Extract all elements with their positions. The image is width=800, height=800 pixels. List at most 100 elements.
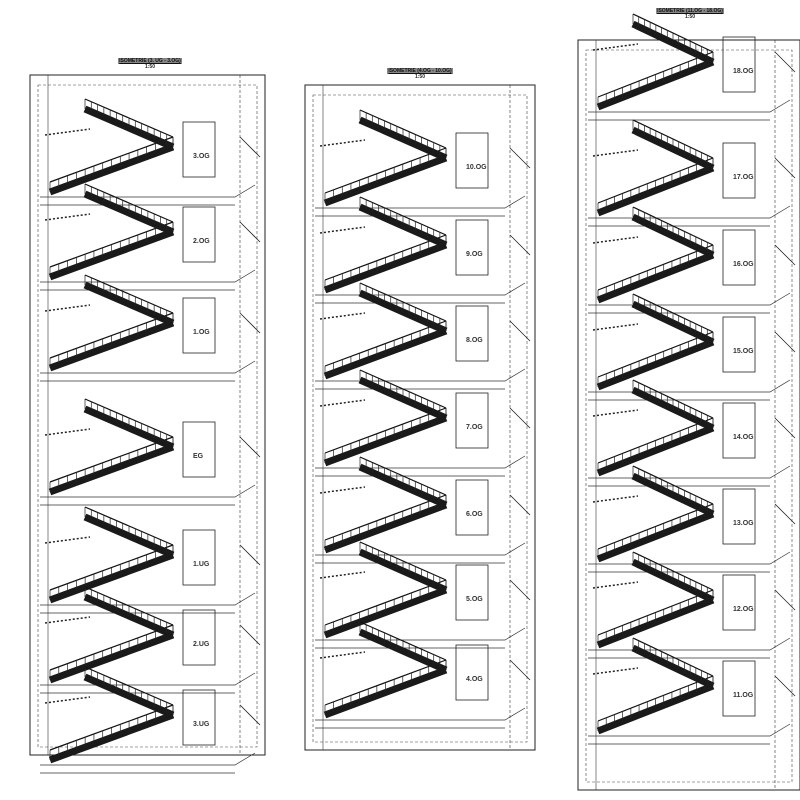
door-leaf [774, 157, 796, 179]
floor-label: 3.UG [193, 721, 210, 728]
door-frame [722, 229, 756, 286]
floor-slab [588, 99, 791, 121]
floor-label: 10.OG [466, 164, 487, 171]
door-leaf [509, 494, 531, 516]
floor-slab [315, 195, 526, 217]
door-leaf [509, 407, 531, 429]
floor-slab [588, 723, 791, 745]
scale-text: 1:50 [144, 64, 155, 70]
door-leaf [774, 244, 796, 266]
floor-slab [315, 707, 526, 729]
door-frame [182, 609, 216, 666]
floor-label: 14.OG [733, 434, 754, 441]
scale-text: 1:50 [684, 14, 695, 20]
door-frame [182, 297, 216, 354]
floor-slab [588, 379, 791, 401]
door-frame [182, 689, 216, 746]
drawing-title-1: ISOMETRIE (3. UG - 3.OG) 1:50 [95, 58, 205, 70]
floor-label: 5.OG [466, 596, 483, 603]
door-leaf [774, 417, 796, 439]
door-frame [455, 305, 489, 362]
floor-label: 11.OG [733, 692, 754, 699]
floor-label: 7.OG [466, 424, 483, 431]
landing-rail [319, 486, 366, 494]
landing-rail [44, 616, 91, 624]
floor-slab [315, 368, 526, 390]
door-frame [455, 219, 489, 276]
tower-outline [29, 74, 266, 756]
floor-label: 2.UG [193, 641, 210, 648]
floor-label: 3.OG [193, 153, 210, 160]
floor-slab [588, 292, 791, 314]
floor-label: 12.OG [733, 606, 754, 613]
floor-slab [40, 484, 256, 506]
door-frame [722, 660, 756, 717]
floor-label: 17.OG [733, 174, 754, 181]
drawing-title-2: ISOMETRIE (4.OG - 10.OG) 1:50 [365, 68, 475, 80]
door-leaf [774, 503, 796, 525]
door-leaf [239, 704, 261, 726]
landing-rail [44, 304, 91, 312]
title-text: ISOMETRIE (4.OG - 10.OG) [387, 68, 453, 74]
door-leaf [774, 589, 796, 611]
landing-rail [319, 312, 366, 320]
door-frame [182, 529, 216, 586]
door-leaf [239, 624, 261, 646]
floor-label: 2.OG [193, 238, 210, 245]
floor-label: 6.OG [466, 511, 483, 518]
floor-slab [40, 360, 256, 382]
floor-slab [588, 205, 791, 227]
inner-wall-dashed [37, 84, 258, 748]
title-text: ISOMETRIE (11.OG - 18.OG) [656, 8, 724, 14]
landing-rail [44, 128, 91, 136]
door-leaf [774, 51, 796, 73]
landing-rail [319, 571, 366, 579]
landing-rail [319, 651, 366, 659]
landing-rail [592, 323, 639, 331]
floor-slab [40, 184, 256, 206]
landing-rail [319, 226, 366, 234]
floor-label: 1.OG [193, 329, 210, 336]
landing-rail [44, 536, 91, 544]
floor-slab [588, 465, 791, 487]
landing-rail [592, 667, 639, 675]
door-frame [455, 564, 489, 621]
floor-label: 9.OG [466, 251, 483, 258]
landing-rail [592, 581, 639, 589]
floor-slab [315, 627, 526, 649]
floor-slab [315, 455, 526, 477]
door-leaf [509, 234, 531, 256]
door-frame [455, 644, 489, 701]
door-frame [182, 421, 216, 478]
floor-slab [40, 672, 256, 694]
door-frame [455, 479, 489, 536]
landing-rail [592, 43, 639, 51]
door-leaf [774, 675, 796, 697]
floor-slab [40, 752, 256, 774]
door-leaf [509, 659, 531, 681]
door-leaf [239, 221, 261, 243]
landing-rail [592, 495, 639, 503]
landing-rail [319, 399, 366, 407]
door-frame [722, 488, 756, 545]
floor-slab [40, 269, 256, 291]
floor-label: 8.OG [466, 337, 483, 344]
door-leaf [509, 320, 531, 342]
floor-slab [315, 542, 526, 564]
floor-slab [315, 282, 526, 304]
door-frame [455, 392, 489, 449]
landing-rail [319, 139, 366, 147]
door-leaf [509, 579, 531, 601]
floor-label: 16.OG [733, 261, 754, 268]
door-leaf [239, 544, 261, 566]
door-leaf [239, 436, 261, 458]
door-leaf [239, 312, 261, 334]
door-leaf [239, 136, 261, 158]
scale-text: 1:50 [414, 74, 425, 80]
floor-label: 13.OG [733, 520, 754, 527]
landing-rail [592, 409, 639, 417]
floor-label: 18.OG [733, 68, 754, 75]
door-frame [722, 402, 756, 459]
floor-label: 15.OG [733, 348, 754, 355]
